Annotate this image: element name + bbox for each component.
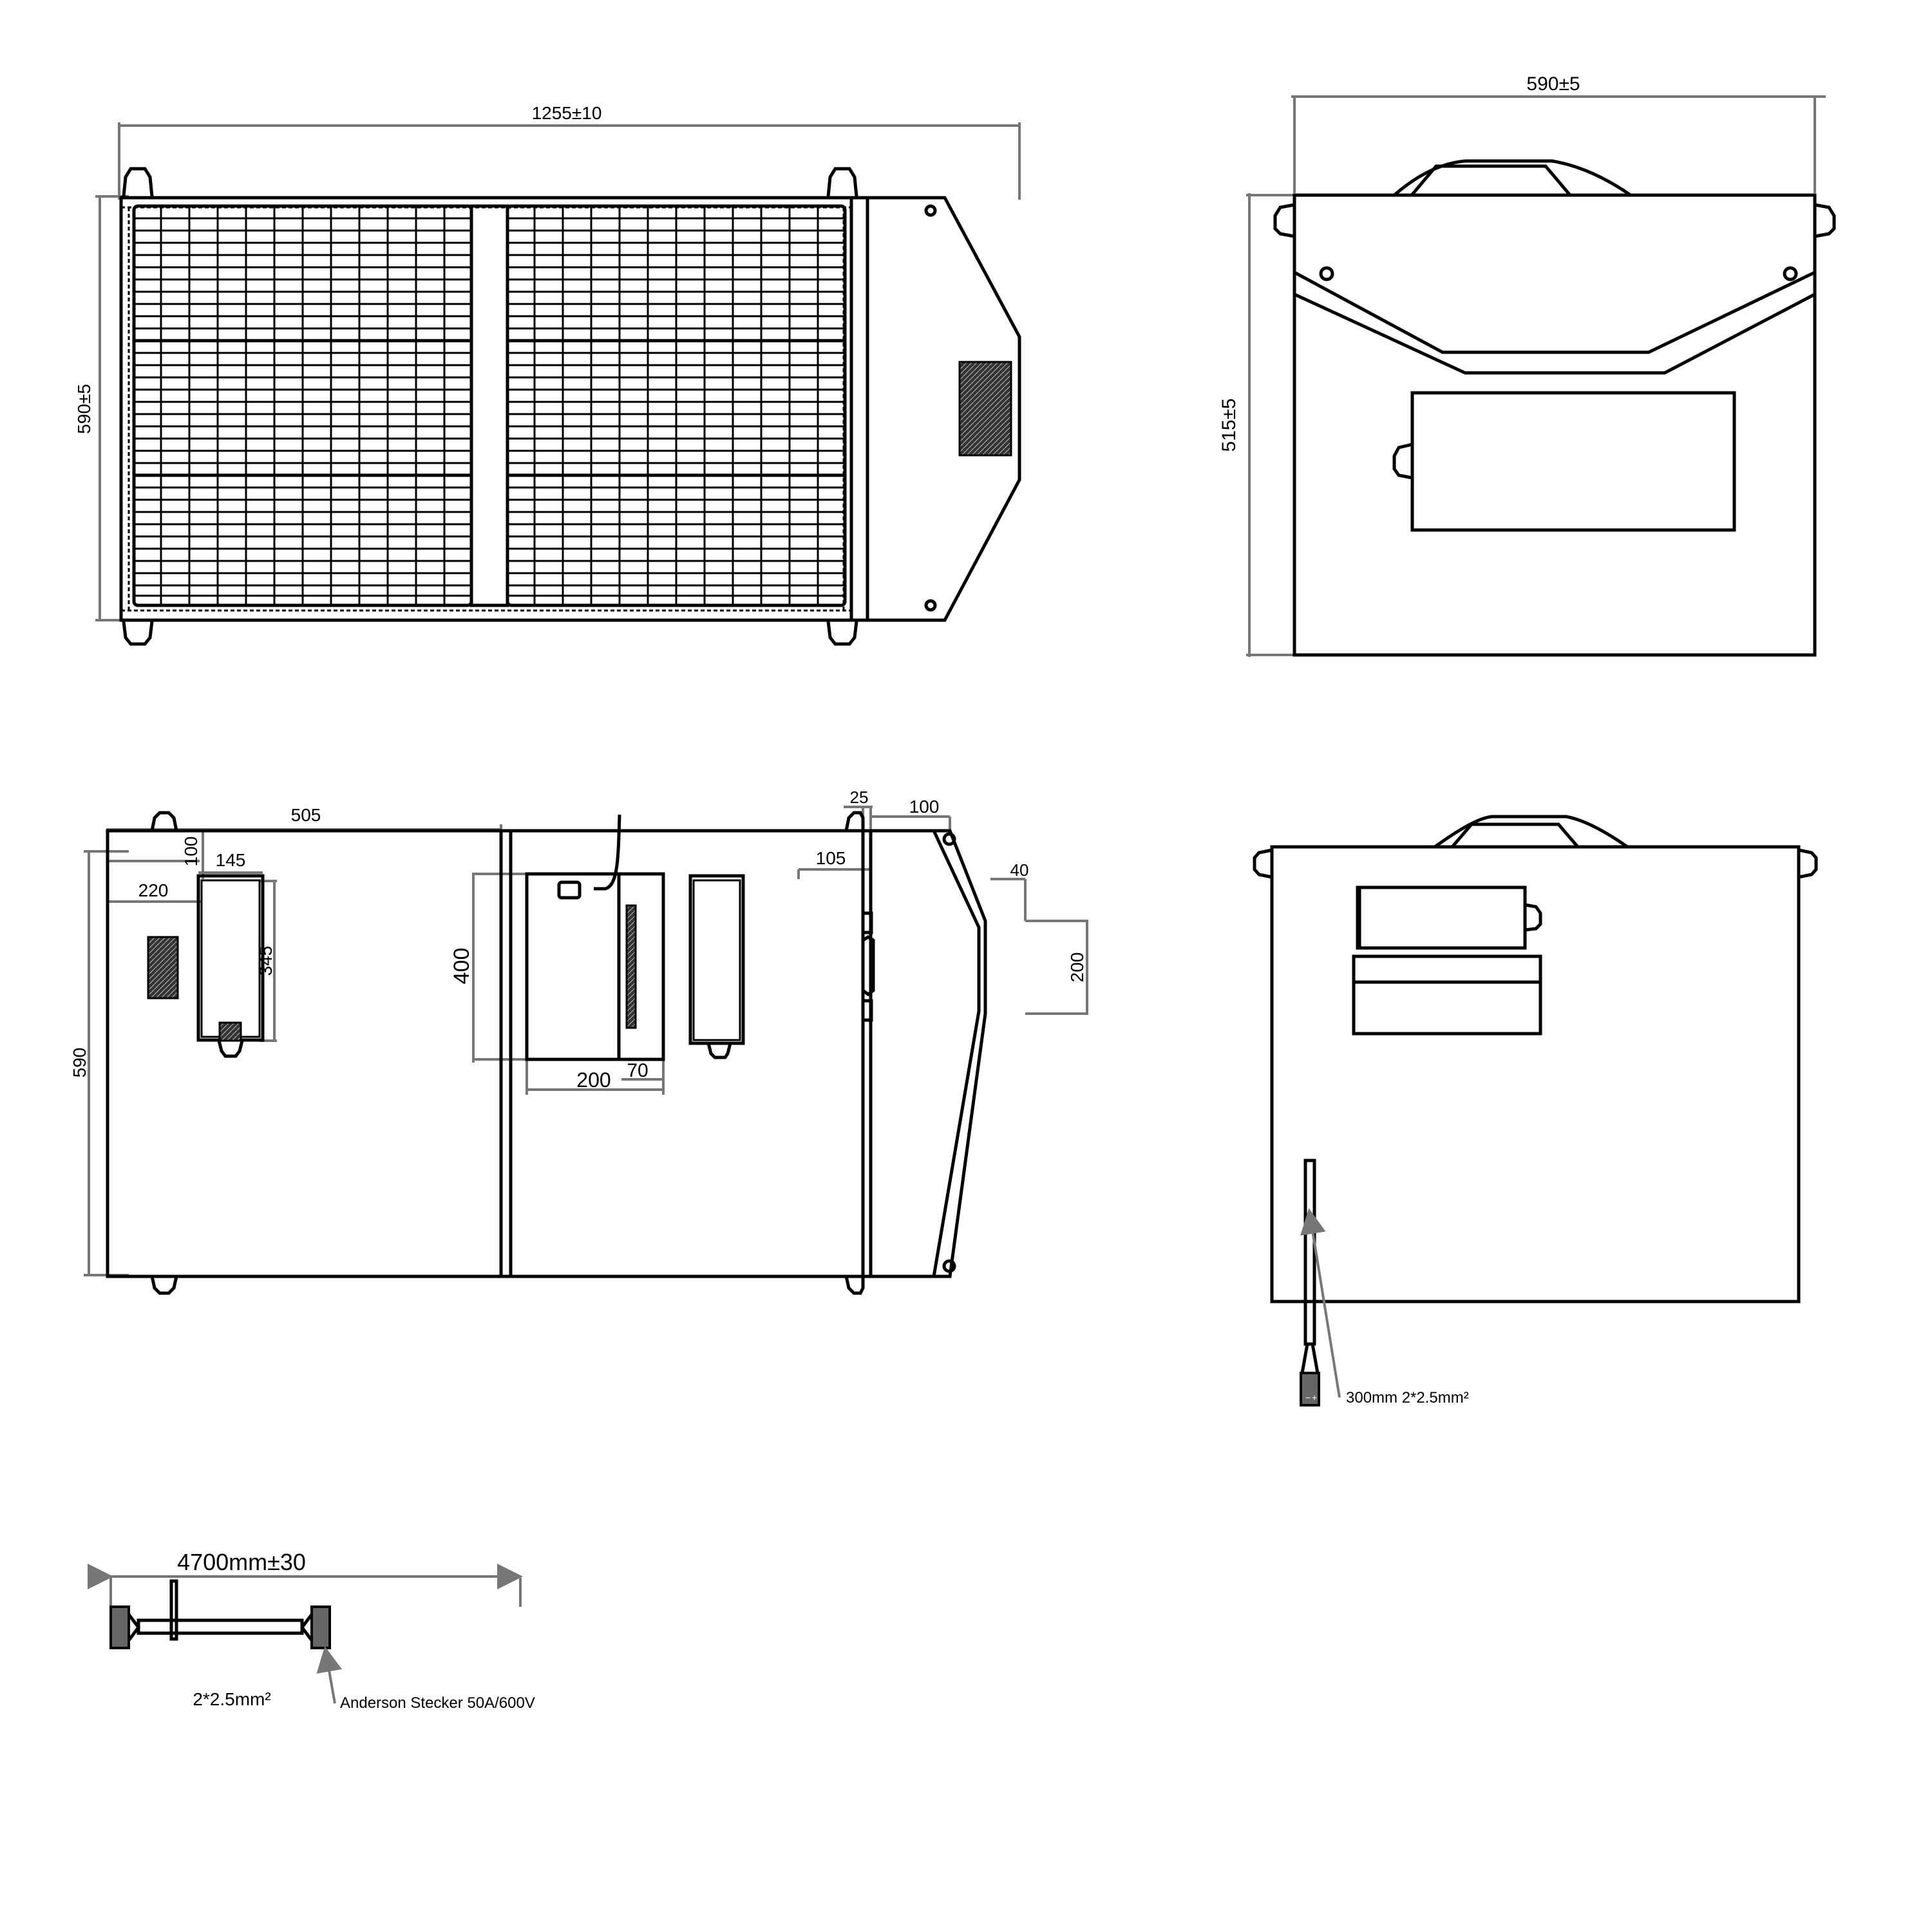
leader-line xyxy=(316,1646,342,1704)
cable-spec-label: 300mm 2*2.5mm² xyxy=(1346,1389,1469,1406)
grommet-icon xyxy=(924,599,937,612)
loop-icon xyxy=(1273,203,1295,238)
plug-icon xyxy=(557,880,582,900)
grommet-icon xyxy=(1319,266,1334,281)
front-pocket xyxy=(1410,391,1736,532)
velcro-patch xyxy=(958,361,1012,457)
dim-label-400: 400 xyxy=(450,948,474,985)
view-top-open: 1255±10 590±5 xyxy=(74,103,1021,646)
velcro-strip xyxy=(625,904,637,1029)
loop-icon xyxy=(1392,442,1413,480)
grommet-icon xyxy=(942,1259,956,1273)
flap-inner xyxy=(932,829,981,1277)
velcro-patch xyxy=(147,936,179,999)
dim-label-590: 590 xyxy=(70,1048,90,1078)
pocket-right xyxy=(688,874,745,1045)
dim-label-100b: 100 xyxy=(909,797,940,817)
handle-inner xyxy=(1410,164,1571,196)
buckle-icon xyxy=(861,999,873,1022)
buckle-icon xyxy=(861,911,873,934)
dim-label-40: 40 xyxy=(1010,860,1029,880)
cable-wires xyxy=(1300,1343,1320,1374)
back-body xyxy=(106,829,873,1278)
flap xyxy=(851,196,1021,622)
bag-body xyxy=(1293,193,1817,657)
loop-icon xyxy=(150,811,178,831)
loop-icon xyxy=(826,621,858,646)
flap-outer xyxy=(871,829,987,1278)
loop-icon xyxy=(150,1276,178,1295)
dim-label-220: 220 xyxy=(138,880,169,900)
leader-line xyxy=(1300,1208,1341,1398)
view-cable: 4700mm±30 2*2.5mm² Anderson Stecker 50A/… xyxy=(88,1549,535,1712)
anderson-connector-left xyxy=(109,1605,130,1649)
handle-outer xyxy=(1393,159,1632,197)
cable-sleeve xyxy=(1303,1159,1316,1346)
view-closed-back: − + 300mm 2*2.5mm² xyxy=(1253,815,1818,1406)
panel-frame xyxy=(119,196,853,622)
flap-top-edge xyxy=(1293,270,1816,354)
loop-icon xyxy=(122,621,154,646)
dim-label-25: 25 xyxy=(850,788,869,807)
dim-width-label: 590±5 xyxy=(1526,73,1580,95)
loop-icon xyxy=(122,167,154,197)
minus-icon: − xyxy=(1305,1392,1311,1403)
velcro-patch xyxy=(218,1021,242,1042)
plus-icon: + xyxy=(1312,1392,1317,1403)
loop-icon xyxy=(826,167,858,197)
anderson-connector-icon xyxy=(1300,1372,1320,1406)
solar-panel-right xyxy=(506,204,847,607)
dim-label-200b: 200 xyxy=(1067,952,1087,983)
pocket-bottom xyxy=(1352,954,1542,1036)
cable xyxy=(137,1618,304,1635)
panel-gap xyxy=(469,204,509,607)
loop-icon xyxy=(1524,903,1542,932)
pocket-top xyxy=(1356,886,1527,950)
view-side-closed: 590±5 515±5 xyxy=(1218,73,1836,657)
dim-label-200: 200 xyxy=(576,1068,611,1092)
loop-icon xyxy=(1798,848,1818,879)
cable-wires-right xyxy=(301,1613,313,1642)
cable-cross-section-label: 2*2.5mm² xyxy=(193,1689,270,1709)
dim-label-105: 105 xyxy=(816,848,846,868)
loop-icon xyxy=(844,811,865,831)
dim-label-70: 70 xyxy=(627,1060,648,1081)
anderson-connector-right xyxy=(310,1605,331,1649)
cable-length-label: 4700mm±30 xyxy=(177,1549,306,1575)
pocket-left xyxy=(196,874,265,1042)
bag-body xyxy=(1270,845,1801,1303)
grommet-icon xyxy=(942,832,956,846)
handle-outer xyxy=(1434,815,1629,849)
loop-icon xyxy=(1814,203,1836,238)
connector-label: Anderson Stecker 50A/600V xyxy=(340,1694,535,1712)
loop-icon xyxy=(844,1276,865,1295)
handle-inner xyxy=(1451,822,1579,848)
dim-label-345: 345 xyxy=(256,946,276,976)
cable-tie xyxy=(169,1579,178,1641)
dim-label-505: 505 xyxy=(291,805,321,825)
loop-icon xyxy=(1253,848,1273,879)
dim-label-145: 145 xyxy=(216,850,246,870)
view-back-open: 505 590 220 100 145 345 400 200 70 105 2… xyxy=(70,788,1088,1295)
grommet-icon xyxy=(924,204,937,217)
loop-icon xyxy=(217,1040,244,1058)
cable-wire xyxy=(594,814,621,891)
dim-width-label: 1255±10 xyxy=(532,103,602,123)
usb-port-panel xyxy=(861,935,875,997)
dim-height-label: 515±5 xyxy=(1218,398,1240,451)
dim-label-100: 100 xyxy=(181,837,201,867)
loop-icon xyxy=(706,1043,732,1059)
solar-panel-left xyxy=(132,204,473,607)
dim-height-label: 590±5 xyxy=(74,384,94,434)
pocket-right-inner xyxy=(692,879,741,1041)
grommet-icon xyxy=(1783,266,1798,281)
pocket-left-inner xyxy=(200,879,261,1038)
controller-box xyxy=(525,872,665,1061)
flap-bottom-edge xyxy=(1293,292,1816,375)
